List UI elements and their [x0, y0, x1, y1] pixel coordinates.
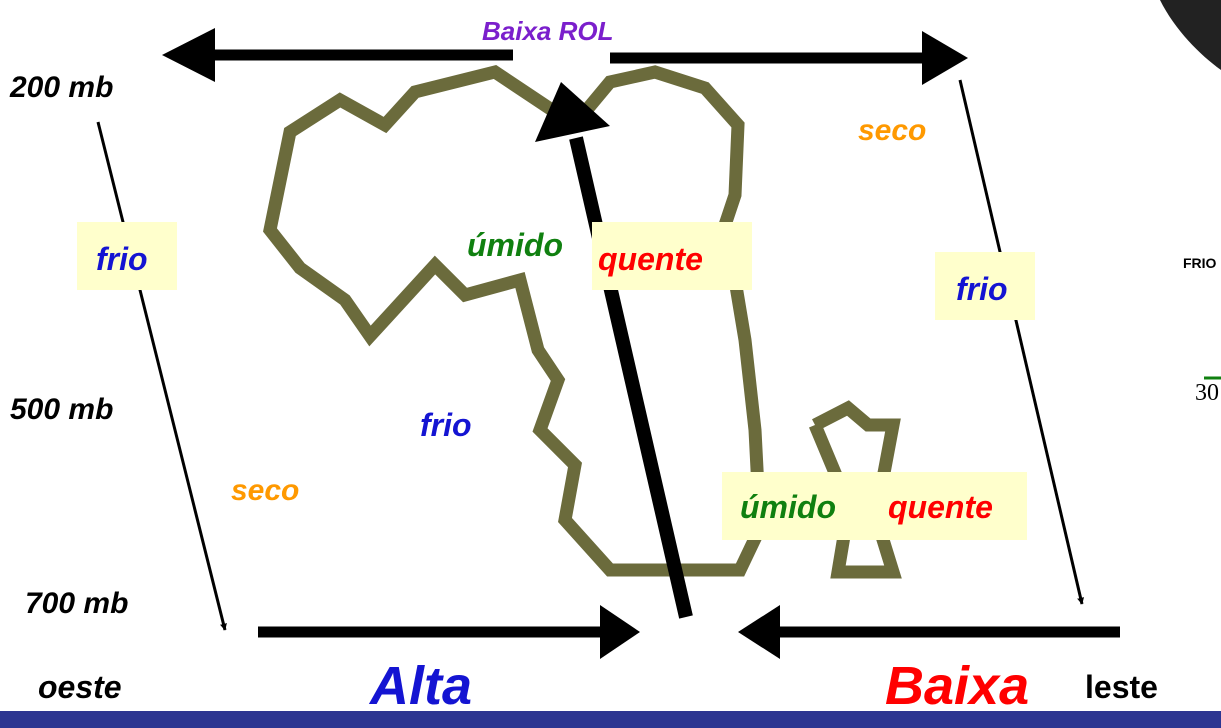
edge-number-label: 30 [1195, 380, 1219, 406]
umido-quente-box [722, 472, 1027, 540]
seco-upper-right-label: seco [858, 114, 926, 147]
lower-left-arrowhead [600, 605, 640, 659]
upper-left-arrowhead [162, 28, 215, 82]
quente-updraft-label: quente [598, 241, 703, 277]
left-subsidence-arrow [96, 121, 227, 631]
level-500mb-label: 500 mb [10, 393, 113, 426]
alta-label: Alta [368, 656, 472, 716]
frio-right-label: frio [956, 271, 1008, 307]
corner-decoration [1160, 0, 1221, 70]
quente-lower-label: quente [888, 489, 993, 525]
leste-label: leste [1085, 669, 1158, 705]
quente-box [592, 222, 752, 290]
cloud-outline [263, 64, 767, 577]
umido-lower-label: úmido [740, 489, 836, 525]
level-200mb-label: 200 mb [9, 71, 113, 104]
seco-lower-left-label: seco [231, 474, 299, 507]
updraft-arrow [569, 136, 693, 619]
frio-left-box [77, 222, 177, 290]
level-700mb-label: 700 mb [25, 587, 128, 620]
frio-mid-label: frio [420, 407, 472, 443]
baixa-rol-label: Baixa ROL [482, 16, 614, 46]
frio-edge-label: FRIO [1183, 255, 1217, 271]
updraft-arrowhead [535, 82, 610, 142]
lower-right-arrowhead [738, 605, 780, 659]
right-subsidence-arrow [958, 79, 1084, 605]
frio-right-box [935, 252, 1035, 320]
umido-cloud-label: úmido [467, 227, 563, 263]
frio-left-label: frio [96, 241, 148, 277]
upper-right-arrowhead [922, 31, 968, 85]
oeste-label: oeste [38, 669, 122, 705]
footer-bar [0, 711, 1221, 728]
baixa-label: Baixa [885, 656, 1029, 716]
